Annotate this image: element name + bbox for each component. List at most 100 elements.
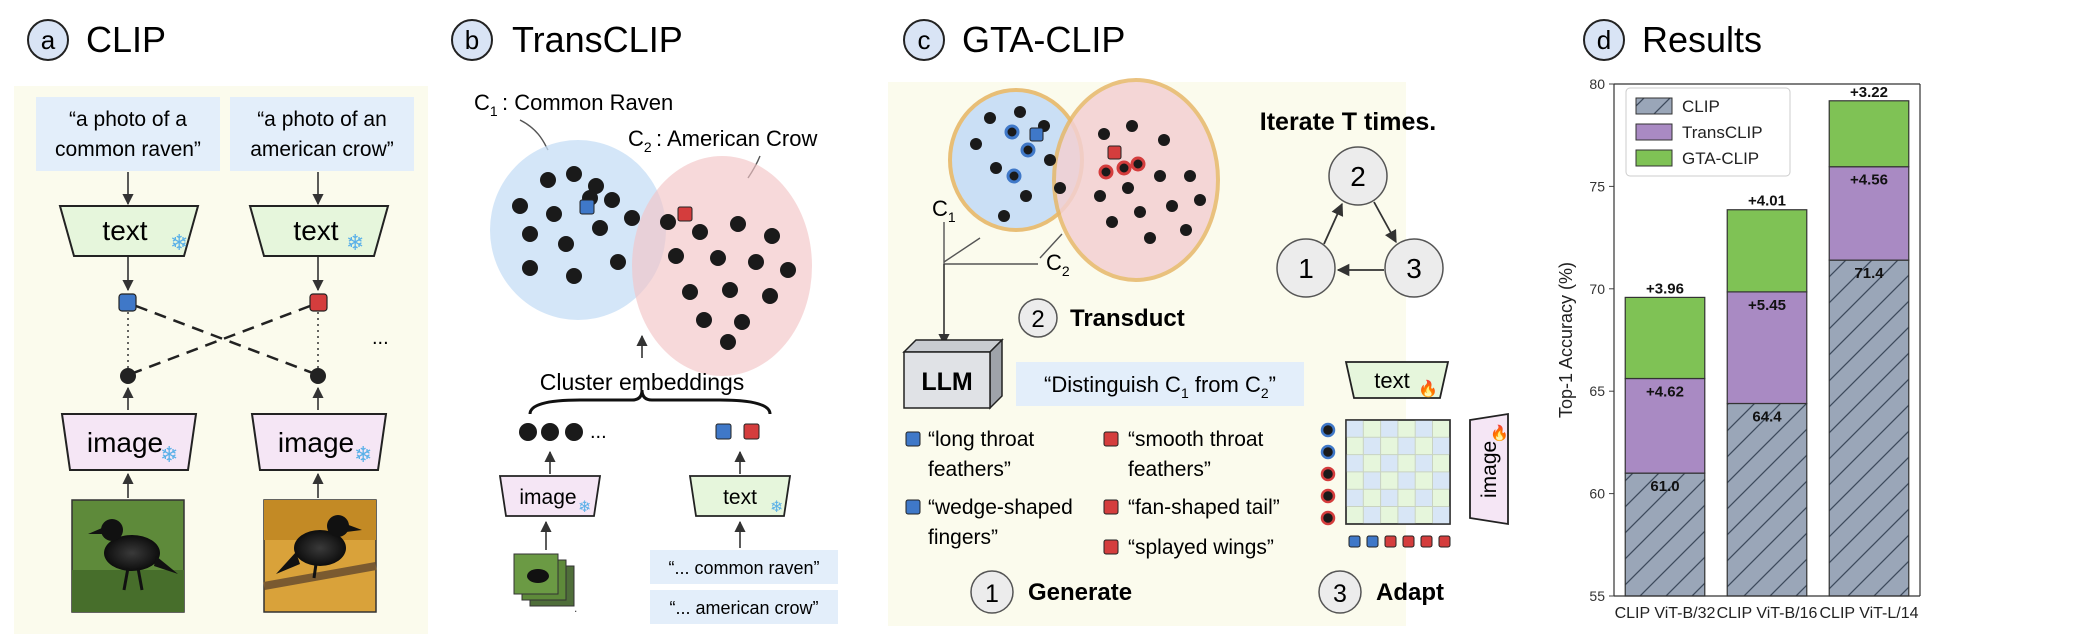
prompt-raven: “... common raven” xyxy=(668,558,819,578)
snowflake-icon: ❄ xyxy=(578,499,591,516)
image-encoder-right xyxy=(250,413,388,471)
panel-c: c GTA-CLIP C1 C2 xyxy=(888,19,1509,626)
x-tick-label: CLIP ViT-L/14 xyxy=(1819,605,1918,622)
panel-a-letter: a xyxy=(41,25,56,55)
image-encoder xyxy=(498,475,602,517)
prompt-raven-line1: “a photo of a xyxy=(69,108,187,131)
x-tick-label: CLIP ViT-B/32 xyxy=(1615,605,1716,622)
panel-b: b TransCLIP C1 : Common Raven C2 : Ameri… xyxy=(451,19,838,624)
image-encoder-right-label: image xyxy=(278,427,354,458)
ellipsis: ... xyxy=(372,327,389,349)
crow-photo xyxy=(263,499,377,613)
prompt-crow-line2: american crow” xyxy=(250,138,394,161)
image-encoder-trainable xyxy=(1469,412,1509,526)
prompt-raven-box xyxy=(36,97,220,171)
legend-swatch-transclip xyxy=(1635,123,1673,141)
attr-blue-marker-2 xyxy=(905,499,921,515)
llm-query: “Distinguish C1 from C2” xyxy=(1044,372,1276,401)
attr-red-2: “fan-shaped tail” xyxy=(1128,496,1280,519)
attr-red-1-line2: feathers” xyxy=(1128,458,1211,481)
raven-photo xyxy=(71,499,185,613)
iterate-label: Iterate T times. xyxy=(1260,108,1436,136)
raven-image-embedding xyxy=(120,368,136,384)
step-1-label: Generate xyxy=(1028,579,1132,606)
raven-cluster-points xyxy=(970,106,1066,222)
crow-text-embedding xyxy=(677,206,693,222)
bar-transclip-2 xyxy=(1726,291,1808,405)
llm-label: LLM xyxy=(921,368,972,396)
bar-clip-label-1: 61.0 xyxy=(1650,478,1679,495)
step-1-badge xyxy=(970,570,1014,614)
cycle-node-1-label: 1 xyxy=(1298,253,1314,284)
svg-text:.: . xyxy=(574,601,577,615)
panel-b-badge xyxy=(451,19,493,61)
legend-label-clip: CLIP xyxy=(1682,97,1720,116)
cycle-node-2-label: 2 xyxy=(1350,161,1366,192)
raven-text-embedding xyxy=(1029,127,1044,142)
crow-text-embedding xyxy=(309,293,328,312)
panel-b-letter: b xyxy=(465,25,479,55)
attr-blue-marker-1 xyxy=(905,431,921,447)
image-encoder-label: image xyxy=(1478,441,1501,498)
step-2-number: 2 xyxy=(1031,306,1044,333)
y-axis-label: Top-1 Accuracy (%) xyxy=(1556,262,1576,418)
text-encoder-right xyxy=(248,205,390,257)
c1-symbol: C1 xyxy=(474,90,498,119)
attr-red-marker-1 xyxy=(1103,431,1119,447)
gta-c2-label: C2 xyxy=(1046,250,1070,279)
panel-b-title: TransCLIP xyxy=(512,19,683,60)
bar-gta-clip-3 xyxy=(1828,100,1910,168)
bar-gta-clip-label-2: +4.01 xyxy=(1748,193,1786,210)
step-1-number: 1 xyxy=(985,580,999,608)
gta-c1-label: C1 xyxy=(932,196,956,225)
cycle-node-2 xyxy=(1328,146,1388,206)
text-encoder-left-label: text xyxy=(102,215,147,246)
bar-clip-label-3: 71.4 xyxy=(1854,265,1884,282)
attr-red-marker-2 xyxy=(1103,499,1119,515)
attr-blue-2-line1: “wedge-shaped xyxy=(928,496,1073,519)
x-tick-label: CLIP ViT-B/16 xyxy=(1717,605,1818,622)
snowflake-icon: ❄ xyxy=(354,442,372,467)
crow-cluster xyxy=(632,156,812,376)
legend-swatch-gta-clip xyxy=(1635,149,1673,167)
attr-blue-2-line2: fingers” xyxy=(928,526,998,549)
raven-text-embedding xyxy=(118,293,137,312)
step-3-label: Adapt xyxy=(1376,579,1444,606)
panel-c-title: GTA-CLIP xyxy=(962,19,1125,60)
llm-box: LLM xyxy=(902,338,1004,410)
bar-transclip-label-2: +5.45 xyxy=(1748,297,1786,314)
cycle-node-3-label: 3 xyxy=(1406,253,1422,284)
bar-clip-label-2: 64.4 xyxy=(1752,408,1782,425)
panel-a-badge xyxy=(27,19,69,61)
text-encoder xyxy=(688,475,792,517)
panel-d-letter: d xyxy=(1597,25,1611,55)
step-2-badge xyxy=(1018,298,1058,338)
y-tick-label: 65 xyxy=(1589,383,1605,399)
snowflake-icon: ❄ xyxy=(170,230,188,255)
prompt-crow: “... american crow” xyxy=(669,598,818,618)
panel-a-title: CLIP xyxy=(86,19,166,60)
image-stack: . xyxy=(513,553,577,615)
prompt-crow-box xyxy=(650,590,838,624)
snowflake-icon: ❄ xyxy=(346,230,364,255)
attr-red-3: “splayed wings” xyxy=(1128,536,1274,559)
attr-red-marker-3 xyxy=(1103,539,1119,555)
image-encoder-label: image xyxy=(519,486,576,509)
raven-cluster-points xyxy=(512,166,640,284)
step-3-number: 3 xyxy=(1333,580,1347,608)
similarity-matrix xyxy=(1345,419,1451,525)
prompt-crow-box xyxy=(230,97,414,171)
bar-gta-clip-label-3: +3.22 xyxy=(1850,84,1888,101)
bar-gta-clip-label-1: +3.96 xyxy=(1646,280,1684,297)
snowflake-icon: ❄ xyxy=(160,442,178,467)
text-encoder-label: text xyxy=(1374,368,1409,393)
crow-image-embedding xyxy=(310,368,326,384)
fire-icon: 🔥 xyxy=(1490,424,1509,442)
bar-transclip-label-1: +4.62 xyxy=(1646,384,1684,401)
prompt-crow-line1: “a photo of an xyxy=(257,108,387,131)
fire-icon: 🔥 xyxy=(1418,379,1438,398)
transclip-c2-label: : American Crow xyxy=(656,126,817,151)
y-tick-label: 80 xyxy=(1589,76,1605,92)
crow-cluster-points xyxy=(660,214,796,350)
